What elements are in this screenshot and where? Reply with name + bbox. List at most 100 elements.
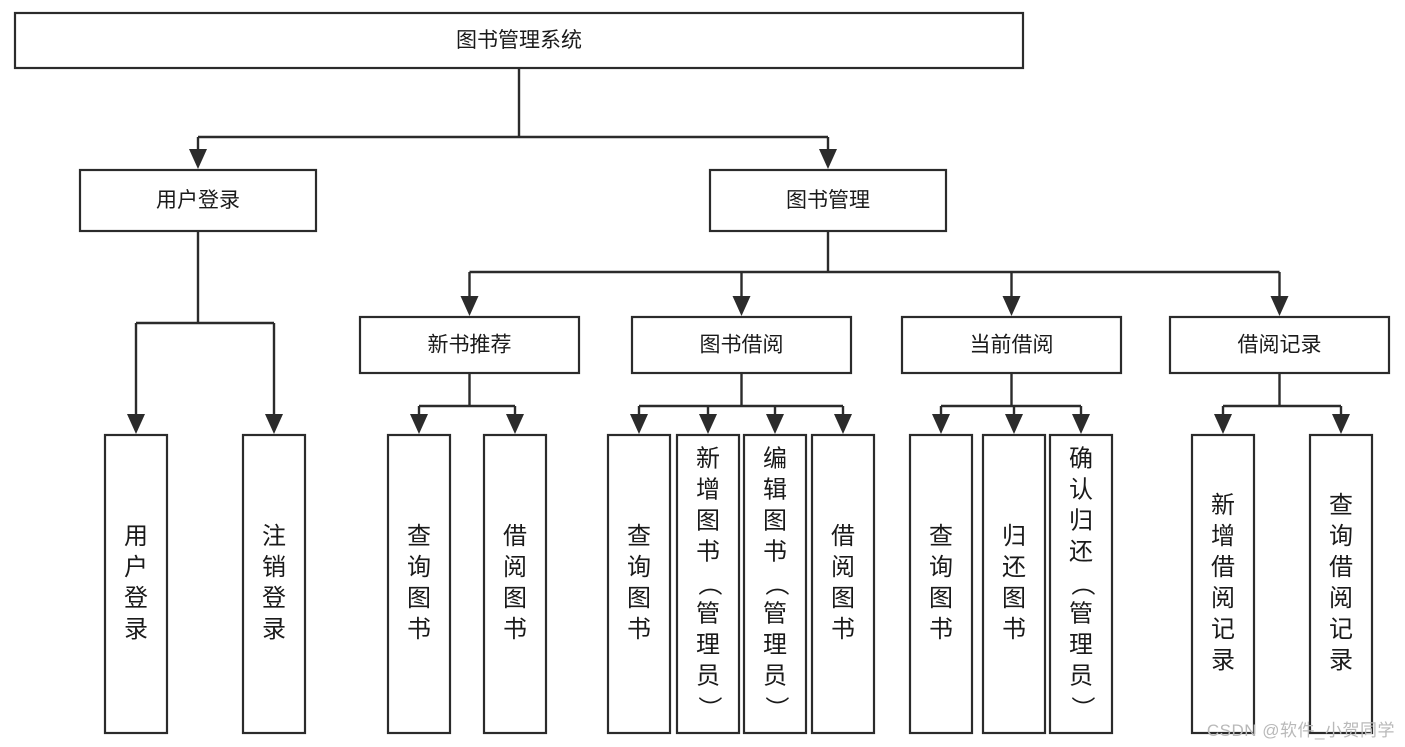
leaf-char: 记	[1329, 616, 1353, 643]
leaf-char: 员	[696, 662, 720, 689]
leaf-node-8-rect	[908, 433, 974, 735]
arrow-head-level3-2	[1002, 296, 1021, 316]
arrow-head-l3-1-leaf-1	[699, 414, 717, 434]
leaf-char: 编	[763, 445, 787, 472]
leaf-char: 询	[407, 554, 431, 581]
leaf-char: 理	[696, 631, 720, 658]
arrow-head-l3-2-leaf-0	[932, 414, 950, 434]
leaf-char: 管	[696, 600, 720, 627]
leaf-char: 注	[262, 523, 286, 550]
node-level3-0-label: 新书推荐	[428, 334, 512, 357]
node-level3-1-rect	[630, 315, 853, 375]
leaf-node-10-rect	[1048, 433, 1114, 735]
node-level3-2[interactable]: 当前借阅	[900, 315, 1123, 375]
arrow-head-l3-0-leaf-0	[410, 414, 428, 434]
node-level3-1[interactable]: 图书借阅	[630, 315, 853, 375]
node-layer: 图书管理系统用户登录图书管理新书推荐图书借阅当前借阅借阅记录用户登录注销登录查询…	[13, 11, 1391, 735]
arrow-head-l3-2-leaf-1	[1005, 414, 1023, 434]
arrow-head-l3-0-leaf-1	[506, 414, 524, 434]
leaf-char: 询	[929, 554, 953, 581]
node-level2-1[interactable]: 图书管理	[708, 168, 948, 233]
leaf-char: 增	[1211, 523, 1235, 550]
leaf-node-0-rect	[103, 433, 169, 735]
node-level3-2-rect	[900, 315, 1123, 375]
leaf-char: 书	[503, 616, 527, 643]
arrow-head-userlogin-leaf-0	[127, 414, 145, 434]
leaf-node-0[interactable]: 用户登录	[103, 433, 169, 735]
node-level3-0[interactable]: 新书推荐	[358, 315, 581, 375]
leaf-node-7-rect	[810, 433, 876, 735]
leaf-char: 员	[1069, 662, 1093, 689]
leaf-node-2-rect	[386, 433, 452, 735]
leaf-char: 书	[929, 616, 953, 643]
leaf-char: 书	[831, 616, 855, 643]
leaf-char: 图	[696, 507, 720, 534]
leaf-char: 书	[407, 616, 431, 643]
leaf-char: 阅	[503, 554, 527, 581]
node-level2-0[interactable]: 用户登录	[78, 168, 318, 233]
leaf-char: 辑	[763, 476, 787, 503]
leaf-char: 员	[763, 662, 787, 689]
leaf-char: 新	[696, 445, 720, 472]
leaf-char: 管	[1069, 600, 1093, 627]
node-level2-0-label: 用户登录	[156, 189, 240, 212]
node-level3-3[interactable]: 借阅记录	[1168, 315, 1391, 375]
arrow-head-l3-2-leaf-2	[1072, 414, 1090, 434]
leaf-char: 阅	[1329, 585, 1353, 612]
leaf-node-3-rect	[482, 433, 548, 735]
leaf-char: 查	[627, 523, 651, 550]
leaf-char: 登	[262, 585, 286, 612]
leaf-char: 图	[503, 585, 527, 612]
leaf-char: 图	[831, 585, 855, 612]
leaf-char: 借	[1329, 554, 1353, 581]
leaf-char: 书	[696, 538, 720, 565]
node-level2-1-rect	[708, 168, 948, 233]
arrow-head-l3-1-leaf-2	[766, 414, 784, 434]
leaf-char: 归	[1002, 523, 1026, 550]
leaf-char: ）	[696, 696, 723, 720]
leaf-char: 书	[627, 616, 651, 643]
arrow-head-userlogin-leaf-1	[265, 414, 283, 434]
leaf-char: 借	[503, 523, 527, 550]
leaf-char: 归	[1069, 507, 1093, 534]
node-level3-1-label: 图书借阅	[700, 334, 784, 357]
leaf-char: （	[763, 572, 790, 596]
node-level3-3-label: 借阅记录	[1238, 334, 1322, 357]
leaf-char: 登	[124, 585, 148, 612]
leaf-node-6-rect	[742, 433, 808, 735]
arrow-head-l3-3-leaf-1	[1332, 414, 1350, 434]
leaf-char: 书	[1002, 616, 1026, 643]
leaf-node-12-rect	[1308, 433, 1374, 735]
leaf-char: 录	[1329, 647, 1353, 674]
arrow-head-l3-1-leaf-0	[630, 414, 648, 434]
leaf-char: 录	[262, 616, 286, 643]
leaf-char: 查	[407, 523, 431, 550]
leaf-char: 管	[763, 600, 787, 627]
node-root[interactable]: 图书管理系统	[13, 11, 1025, 70]
arrow-head-level3-1	[732, 296, 751, 316]
leaf-char: 借	[1211, 554, 1235, 581]
node-level2-1-label: 图书管理	[786, 189, 870, 212]
node-root-label: 图书管理系统	[456, 29, 582, 52]
